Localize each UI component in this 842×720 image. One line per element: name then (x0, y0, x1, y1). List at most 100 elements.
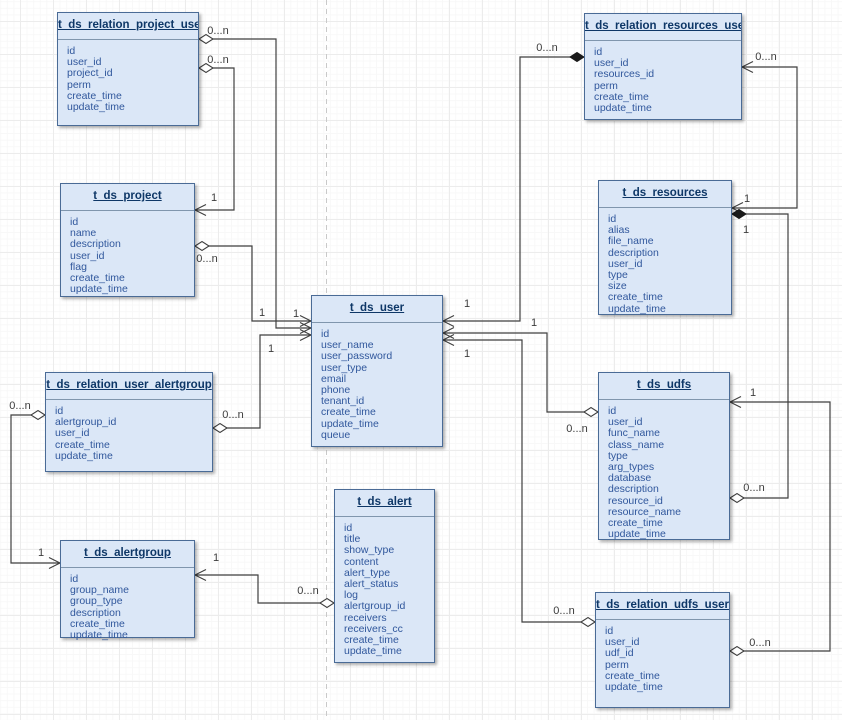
entity-title[interactable]: t_ds_alert (335, 490, 434, 517)
entity-field-row[interactable]: create_time (55, 438, 110, 451)
entity-field-row[interactable]: update_time (608, 302, 666, 315)
entity-field-row[interactable]: id (321, 328, 330, 340)
relationship-connector-resources-to-udfs[interactable] (730, 213, 789, 499)
entity-field-row[interactable]: class_name (608, 438, 665, 451)
entity-field-row[interactable]: id (594, 46, 603, 58)
entity-title[interactable]: t_ds_user (312, 296, 442, 323)
entity-field-row[interactable]: create_time (608, 517, 663, 530)
entity-field-row[interactable]: email (321, 372, 347, 385)
entity-field-row[interactable]: name (70, 227, 97, 240)
entity-field-row[interactable]: perm (605, 658, 629, 671)
entity-title[interactable]: t_ds_resources (599, 181, 731, 208)
entity-field-row[interactable]: create_time (344, 634, 399, 647)
entity-field-row[interactable]: group_name (70, 584, 129, 597)
entity-field-row[interactable]: alias (608, 224, 630, 237)
entity-field-row[interactable]: update_time (55, 449, 113, 462)
entity-title[interactable]: t_ds_udfs (599, 373, 729, 400)
entity-title[interactable]: t_ds_relation_user_alertgroup (46, 373, 212, 400)
entity-field-row[interactable]: description (70, 238, 121, 251)
entity-field-row[interactable]: alertgroup_id (55, 416, 117, 429)
entity-field-row[interactable]: create_time (67, 89, 122, 102)
entity-field-row[interactable]: phone (321, 384, 351, 397)
entity-field-row[interactable]: func_name (608, 427, 660, 440)
relationship-connector-udfs-to-rel-udfs-user[interactable] (730, 401, 831, 652)
entity-field-row[interactable]: create_time (594, 90, 649, 103)
entity-field-row[interactable]: description (70, 606, 121, 619)
entity-field-row[interactable]: perm (67, 78, 91, 91)
entity-field-row[interactable]: show_type (344, 544, 395, 557)
entity-field-row[interactable]: id (70, 216, 79, 228)
entity-field-row[interactable]: update_time (321, 417, 379, 430)
entity-field-row[interactable]: queue (321, 428, 351, 441)
entity-field-row[interactable]: user_id (608, 257, 643, 270)
entity-field-row[interactable]: create_time (70, 272, 125, 285)
entity-field-row[interactable]: resource_name (608, 505, 681, 518)
entity-field-row[interactable]: id (70, 573, 79, 585)
entity-field-row[interactable]: user_id (605, 636, 640, 649)
entity-field-row[interactable]: user_type (321, 361, 368, 374)
entity-field-row[interactable]: arg_types (608, 461, 655, 474)
entity-field-row[interactable]: receivers_cc (344, 622, 403, 635)
entity-field-row[interactable]: alert_type (344, 566, 391, 579)
entity-field-row[interactable]: id (67, 45, 76, 57)
entity-field-row[interactable]: update_time (70, 283, 128, 296)
entity-field-row[interactable]: update_time (70, 629, 128, 642)
entity-field-row[interactable]: alertgroup_id (344, 600, 406, 613)
entity-field-row[interactable]: id (55, 405, 64, 417)
relationship-connector-project-to-user[interactable] (195, 245, 311, 322)
entity-field-row[interactable]: content (344, 555, 379, 568)
entity-field-row[interactable]: user_id (594, 57, 629, 70)
entity-field-row[interactable]: user_id (70, 249, 105, 262)
entity-field-row[interactable]: file_name (608, 235, 654, 248)
entity-field-row[interactable]: title (344, 533, 361, 546)
entity-field-row[interactable]: update_time (608, 528, 666, 541)
relationship-connector-user-to-udfs[interactable] (443, 332, 598, 413)
entity-field-row[interactable]: create_time (70, 617, 125, 630)
entity-field-row[interactable]: receivers (344, 611, 387, 624)
entity-field-row[interactable]: user_id (55, 427, 90, 440)
entity-field-row[interactable]: id (608, 213, 617, 225)
relationship-connector-rel-user-alertgroup-to-alertgroup[interactable] (10, 414, 60, 564)
relationship-connector-rel-user-alertgroup-to-user[interactable] (213, 334, 311, 429)
entity-field-row[interactable]: create_time (605, 669, 660, 682)
entity-field-row[interactable]: description (608, 246, 659, 259)
entity-field-row[interactable]: perm (594, 79, 618, 92)
entity-field-row[interactable]: id (344, 522, 353, 534)
entity-field-row[interactable]: user_name (321, 339, 374, 352)
entity-field-row[interactable]: group_type (70, 595, 123, 608)
entity-field-row[interactable]: tenant_id (321, 395, 365, 408)
entity-field-row[interactable]: resource_id (608, 494, 663, 507)
relationship-connector-user-to-rel-resources-user[interactable] (443, 56, 584, 322)
entity-field-row[interactable]: id (605, 625, 614, 637)
relationship-connector-rel-project-user-to-project[interactable] (195, 67, 235, 211)
entity-field-row[interactable]: type (608, 269, 628, 282)
entity-field-row[interactable]: alert_status (344, 578, 399, 591)
entity-title[interactable]: t_ds_relation_project_user (58, 13, 198, 40)
entity-field-row[interactable]: udf_id (605, 647, 634, 660)
entity-field-row[interactable]: user_id (67, 56, 102, 69)
relationship-connector-rel-resources-user-to-resources[interactable] (732, 66, 798, 209)
entity-title[interactable]: t_ds_relation_resources_user (585, 14, 741, 41)
entity-field-row[interactable]: flag (70, 260, 87, 273)
entity-field-row[interactable]: update_time (605, 681, 663, 694)
entity-field-row[interactable]: type (608, 449, 628, 462)
entity-field-row[interactable]: size (608, 280, 627, 293)
entity-title[interactable]: t_ds_alertgroup (61, 541, 194, 568)
entity-field-row[interactable]: project_id (67, 67, 113, 80)
entity-field-row[interactable]: id (608, 405, 617, 417)
entity-field-row[interactable]: resources_id (594, 68, 655, 81)
entity-field-row[interactable]: user_password (321, 350, 393, 363)
relationship-connector-rel-project-user-to-user[interactable] (199, 38, 311, 329)
entity-field-row[interactable]: description (608, 483, 659, 496)
